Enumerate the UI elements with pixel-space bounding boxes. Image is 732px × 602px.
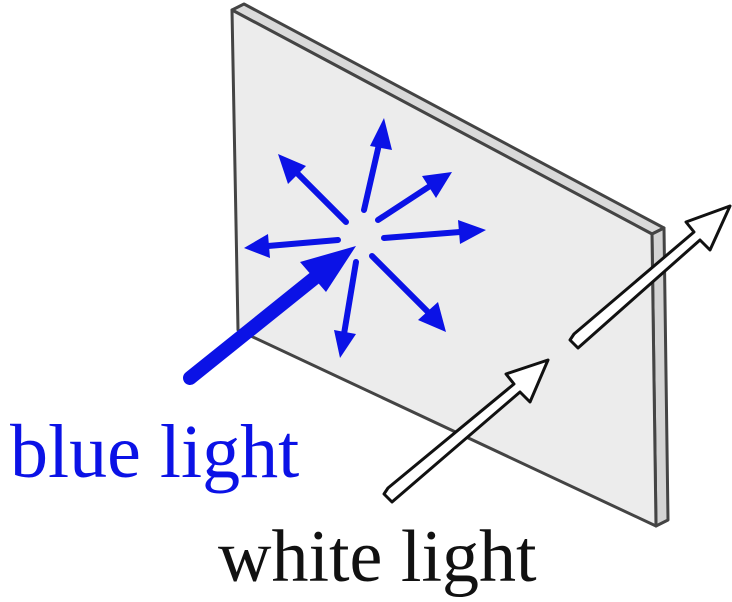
incident-blue-light — [183, 246, 356, 385]
white-light-incoming-arrow — [382, 358, 550, 504]
scatter-arrowhead-down — [334, 330, 356, 358]
incident-blue-arrow-shaft — [183, 265, 329, 385]
scatter-arrowhead-left — [244, 234, 270, 258]
incident-blue-arrowhead — [300, 246, 356, 292]
scatter-arrowhead-down-right — [418, 302, 446, 332]
white-light-outgoing-arrow — [568, 204, 732, 350]
scatter-arrow-down-right — [369, 253, 431, 315]
blue-light-label: blue light — [10, 410, 300, 494]
plate-face — [230, 8, 658, 528]
scatter-arrow-right — [381, 229, 463, 241]
scatter-arrow-up — [361, 137, 383, 213]
scatter-arrowhead-right — [458, 220, 486, 244]
scatter-arrow-up-left — [293, 169, 349, 225]
scatter-arrow-up-right — [375, 183, 433, 223]
white-light-label: white light — [218, 516, 537, 598]
scatter-arrow-down — [341, 259, 359, 337]
scatter-arrowhead-up — [370, 118, 392, 150]
scatter-arrowhead-up-left — [278, 154, 306, 184]
glass-plate — [230, 2, 670, 528]
scatter-arrowhead-up-right — [422, 172, 452, 198]
scattered-blue-light — [244, 118, 486, 358]
white-light — [382, 204, 732, 504]
scatter-arrow-left — [265, 237, 341, 249]
